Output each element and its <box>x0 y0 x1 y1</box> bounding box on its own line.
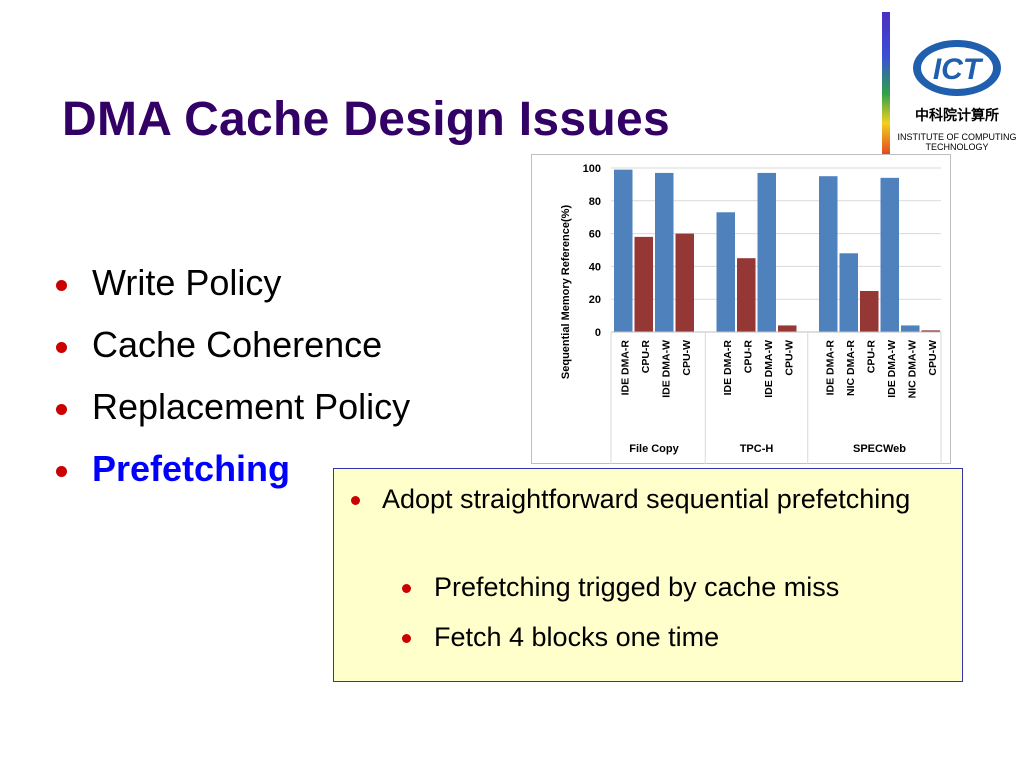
x-tick-label: IDE DMA-W <box>763 340 775 398</box>
x-tick-label: IDE DMA-R <box>619 340 631 396</box>
bar <box>634 236 653 332</box>
note-main-text: Adopt straightforward sequential prefetc… <box>382 484 911 514</box>
x-tick-label: IDE DMA-W <box>660 340 672 398</box>
group-label: TPC-H <box>740 443 774 455</box>
bar <box>614 169 633 332</box>
note-sub-bullet-icon <box>402 584 411 593</box>
x-tick-label: IDE DMA-W <box>886 340 898 398</box>
x-tick-label: CPU-W <box>783 340 795 376</box>
bullet-write-policy: Write Policy <box>56 258 410 320</box>
note-sub-bullet-icon <box>402 634 411 643</box>
bar <box>716 212 735 332</box>
x-tick-label: IDE DMA-R <box>824 340 836 396</box>
note-bullet-icon <box>351 496 360 505</box>
y-tick-label: 40 <box>589 261 601 273</box>
y-tick-label: 0 <box>595 327 601 339</box>
x-tick-label: CPU-W <box>927 340 939 376</box>
bullet-dot-icon <box>56 342 67 353</box>
y-tick-label: 60 <box>589 229 601 241</box>
bar <box>819 176 838 332</box>
bullet-list: Write Policy Cache Coherence Replacement… <box>56 258 410 506</box>
bar <box>901 325 920 332</box>
bar <box>839 253 858 332</box>
note-sub-text: Fetch 4 blocks one time <box>434 622 720 652</box>
y-tick-label: 80 <box>589 196 601 208</box>
prefetching-note-box: Adopt straightforward sequential prefetc… <box>333 468 963 682</box>
bullet-cache-coherence: Cache Coherence <box>56 320 410 382</box>
note-sub-text: Prefetching trigged by cache miss <box>434 572 840 602</box>
bar <box>675 233 694 332</box>
bullet-dot-icon <box>56 404 67 415</box>
bullet-text: Cache Coherence <box>92 324 383 365</box>
group-label: SPECWeb <box>853 443 906 455</box>
y-tick-label: 20 <box>589 294 601 306</box>
bullet-dot-icon <box>56 280 67 291</box>
bullet-replacement-policy: Replacement Policy <box>56 382 410 444</box>
x-tick-label: NIC DMA-R <box>845 340 857 396</box>
logo-caption-line1: INSTITUTE OF COMPUTING <box>897 132 1017 142</box>
slide-title: DMA Cache Design Issues <box>62 93 670 146</box>
x-tick-label: NIC DMA-W <box>906 340 918 398</box>
sequential-reference-chart: 0 20 40 60 80 100 IDE DMA-R CPU-R IDE DMA-W CPU-… <box>531 154 951 464</box>
bar <box>737 258 756 332</box>
y-tick-label: 100 <box>583 163 601 175</box>
bar <box>880 177 899 332</box>
x-tick-label: CPU-R <box>640 340 652 374</box>
y-axis-label: Sequential Memory Reference(%) <box>560 205 572 380</box>
logo-mark: ICT <box>933 53 984 86</box>
x-tick-label: CPU-R <box>865 340 877 374</box>
bar <box>757 172 776 332</box>
bar <box>778 325 797 332</box>
bar <box>655 172 674 332</box>
bullet-text: Prefetching <box>92 448 291 489</box>
bullet-text: Write Policy <box>92 262 282 303</box>
bullet-dot-icon <box>56 466 67 477</box>
logo-caption: INSTITUTE OF COMPUTING TECHNOLOGY <box>894 132 1020 152</box>
bullet-text: Replacement Policy <box>92 386 411 427</box>
group-label: File Copy <box>629 443 679 455</box>
ict-logo: ICT 中科院计算所 <box>913 40 1001 124</box>
logo-chinese: 中科院计算所 <box>915 107 999 124</box>
x-tick-label: IDE DMA-R <box>722 340 734 396</box>
decorative-color-bar <box>882 12 890 160</box>
x-tick-label: CPU-W <box>681 340 693 376</box>
bar <box>860 291 879 332</box>
x-tick-label: CPU-R <box>742 340 754 374</box>
bullet-prefetching: Prefetching <box>56 444 410 506</box>
logo-caption-line2: TECHNOLOGY <box>925 142 989 152</box>
bar <box>921 330 940 332</box>
